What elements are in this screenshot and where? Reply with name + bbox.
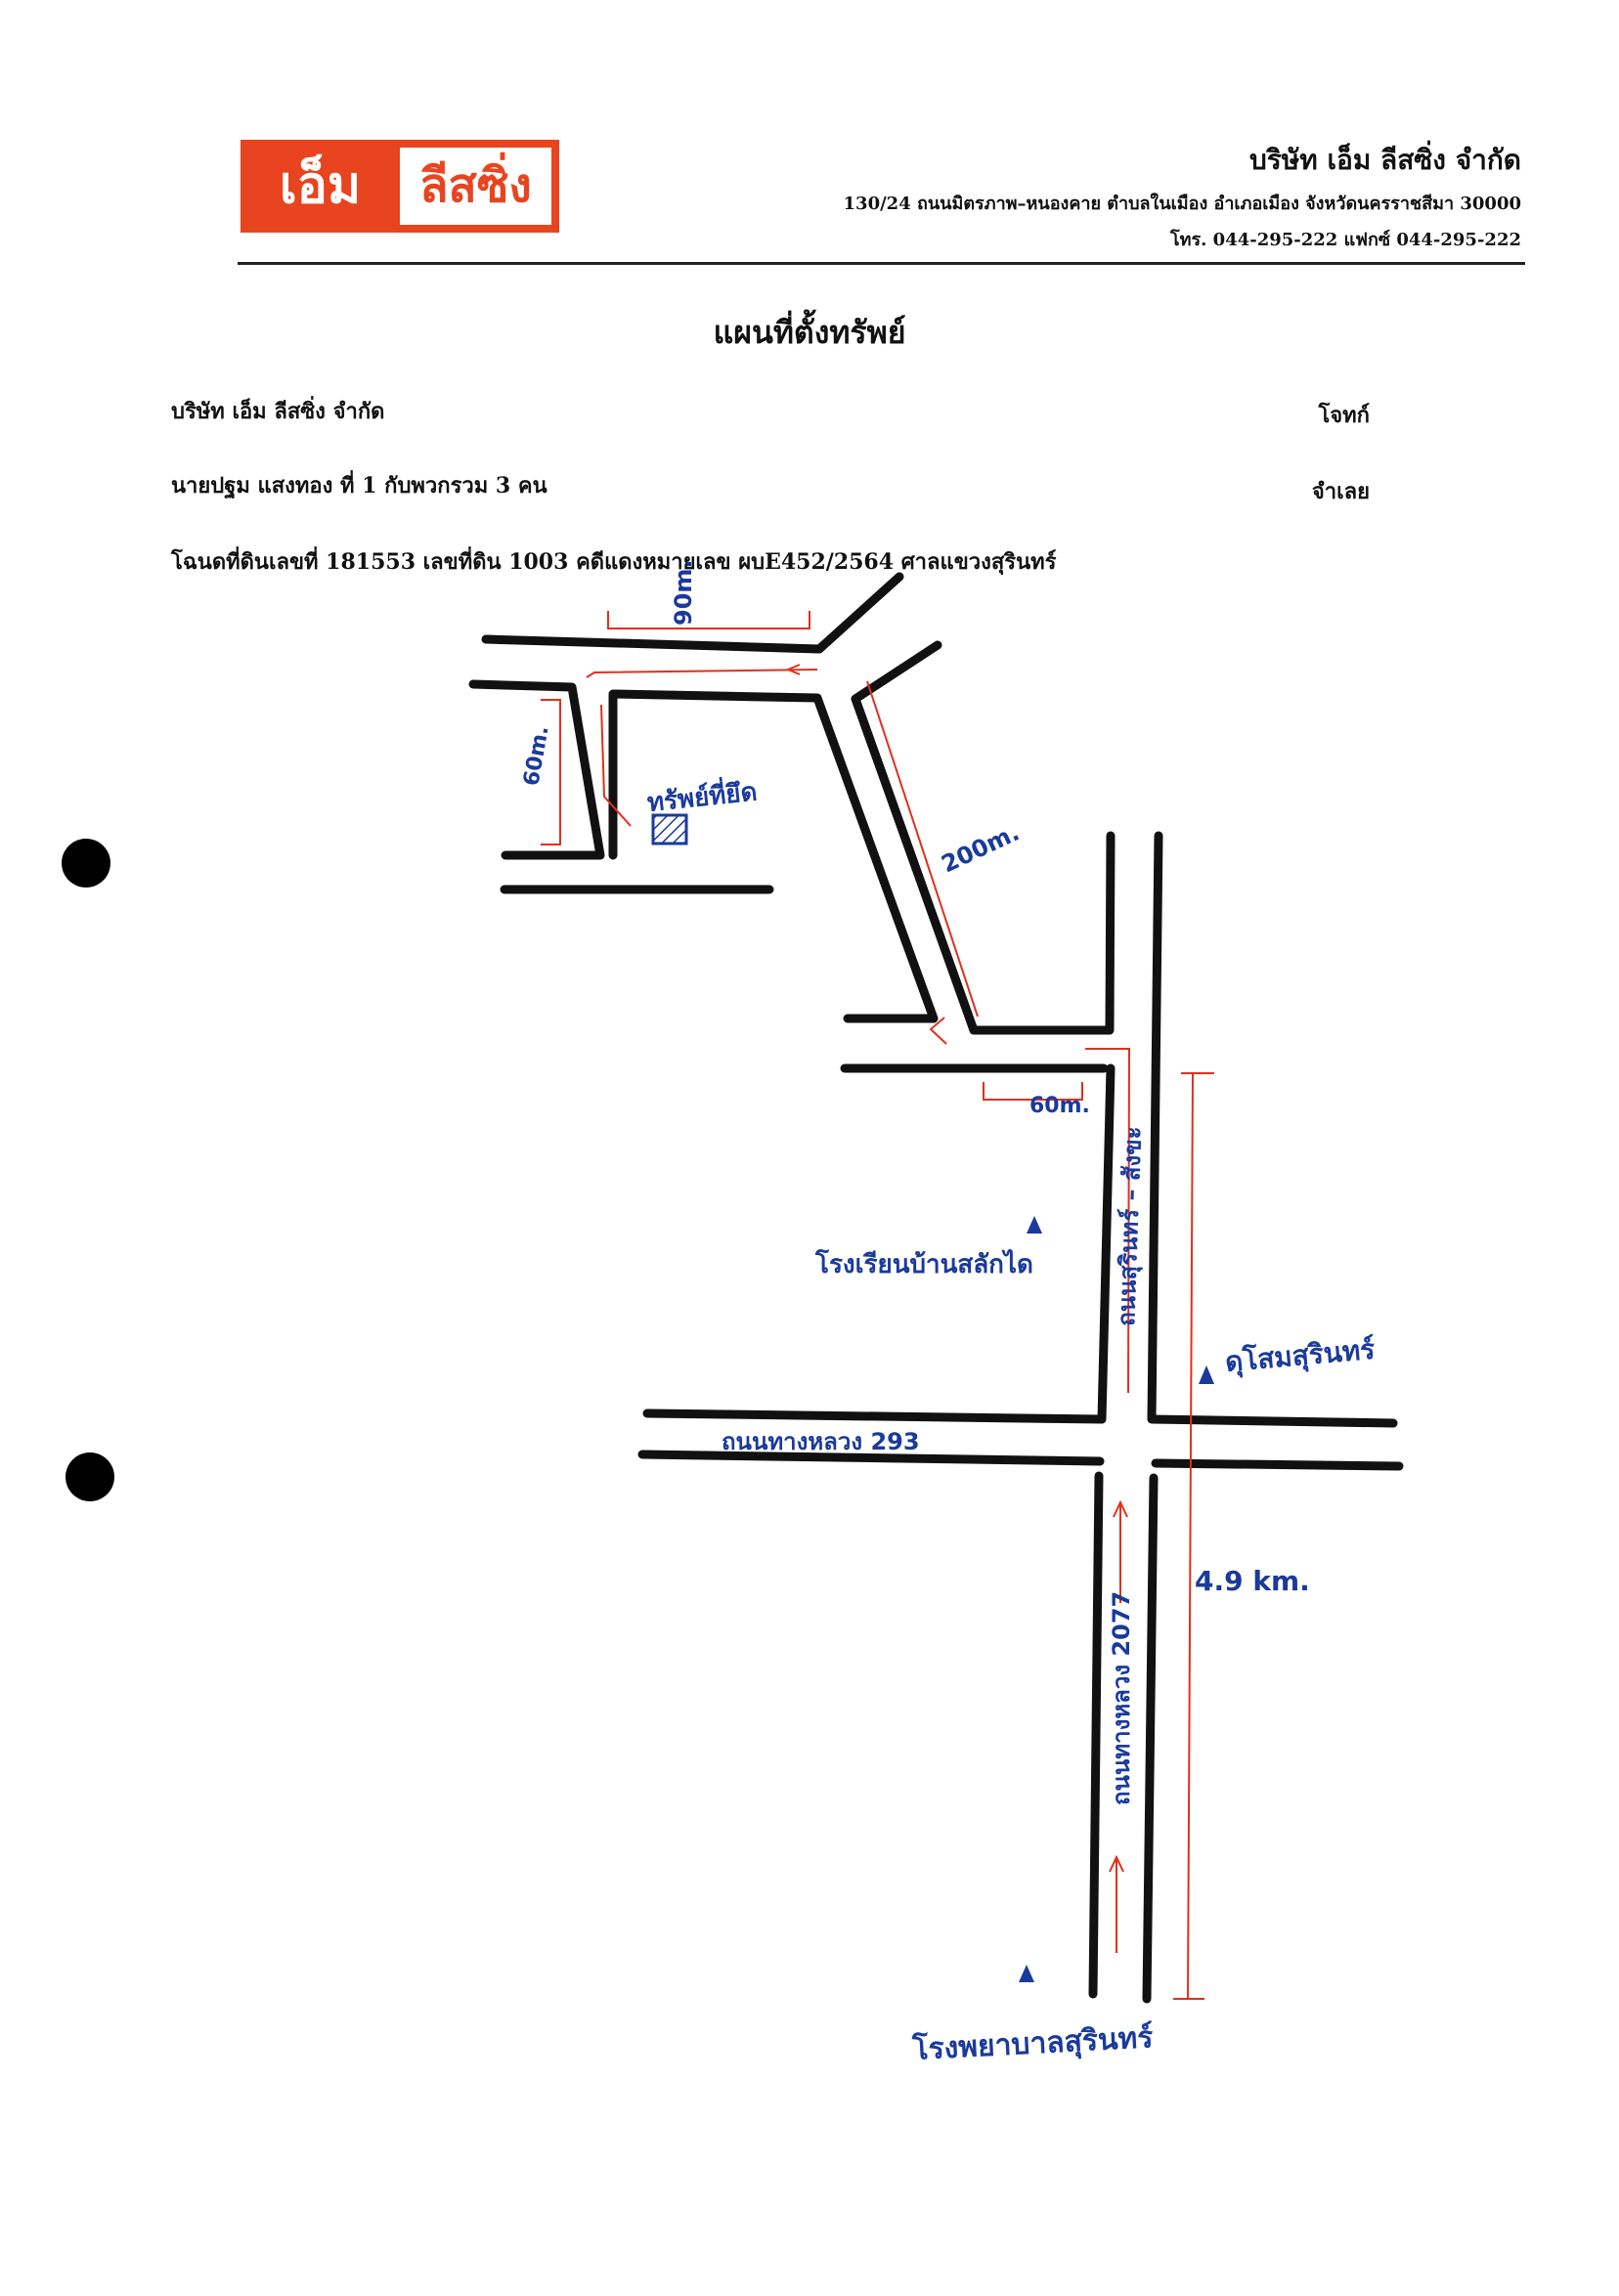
measure-marks [541, 611, 1214, 2000]
label-90m: 90m. [670, 559, 697, 626]
landmark-hospital-marker [1019, 1965, 1034, 1982]
company-logo: เอ็ม ลีสซิ่ง [241, 140, 559, 233]
label-property: ทรัพย์ที่ยึด [645, 772, 759, 818]
road-293-lower-left [637, 1450, 1105, 1466]
road-293-lower-right [1151, 1458, 1404, 1471]
label-landmark-college: ดุโสมสุรินทร์ [1224, 1332, 1377, 1379]
road-diagonal-right [851, 640, 1116, 1035]
punch-hole-top [62, 839, 110, 888]
measure-60m-bottom [983, 1082, 1083, 1101]
deed-info: โฉนดที่ดินเลขที่ 181553 เลขที่ดิน 1003 ค… [171, 549, 1057, 575]
company-address: 130/24 ถนนมิตรภาพ–หนองคาย ตำบลในเมือง อำ… [843, 194, 1521, 214]
measure-200m [866, 680, 979, 1018]
header-divider [238, 262, 1525, 265]
label-landmark-school: โรงเรียนบ้านสลักได [814, 1248, 1033, 1279]
defendant-role: จำเลย [1311, 479, 1370, 504]
document-title: แผนที่ตั้งทรัพย์ [713, 314, 906, 351]
landmark-school-marker [1027, 1216, 1042, 1234]
punch-hole-bottom [66, 1452, 114, 1501]
label-4-9km: 4.9 km. [1195, 1565, 1310, 1597]
measure-4-9km [1173, 1072, 1214, 2000]
road-2077-left [1088, 1471, 1104, 1999]
arrow-head-bottom [929, 1017, 947, 1045]
landmark-college-marker [1199, 1365, 1214, 1384]
label-road-surin-sangkha: ถนนสุรินทร์ – สังขะ [1113, 1126, 1149, 1326]
defendant-name: นายปฐม แสงทอง ที่ 1 กับพวกรวม 3 คน [171, 473, 547, 498]
label-200m: 200m. [938, 818, 1024, 878]
property-marker [651, 813, 688, 845]
arrow-path-left [600, 704, 632, 827]
label-60m-bottom: 60m. [1029, 1094, 1090, 1118]
label-road-293: ถนนทางหลวง 293 [722, 1428, 920, 1455]
road-top-upper [481, 572, 904, 654]
label-60m-left: 60m. [519, 724, 553, 788]
arrow-lower-2-head [1109, 1854, 1124, 1873]
label-road-2077: ถนนทางหลวง 2077 [1108, 1591, 1135, 1805]
roads [468, 572, 1404, 2004]
arrow-path-top [586, 669, 818, 678]
logo-text-left: เอ็ม [279, 156, 362, 215]
company-contact: โทร. 044-295-222 แฟกซ์ 044-295-222 [1169, 230, 1521, 250]
measure-60m-left [541, 699, 561, 845]
road-surin-sangkha-left [642, 1063, 1116, 1424]
arrow-path-mid [1085, 1048, 1131, 1394]
arrow-head-top [785, 664, 801, 675]
road-2077-right [1142, 1473, 1159, 2004]
arrow-lower-1-head [1113, 1499, 1128, 1518]
company-name: บริษัท เอ็ม ลีสซิ่ง จำกัด [1248, 144, 1521, 176]
road-top-lower [468, 679, 605, 860]
measure-90m [607, 611, 810, 629]
road-property-loop [608, 689, 939, 1023]
plaintiff-name: บริษัท เอ็ม ลีสซิ่ง จำกัด [171, 399, 385, 424]
logo-text-right: ลีสซิ่ง [419, 158, 532, 213]
road-surin-sangkha-right [1147, 831, 1398, 1428]
plaintiff-role: โจทก์ [1318, 403, 1370, 428]
label-landmark-hospital: โรงพยาบาลสุรินทร์ [910, 2018, 1154, 2068]
